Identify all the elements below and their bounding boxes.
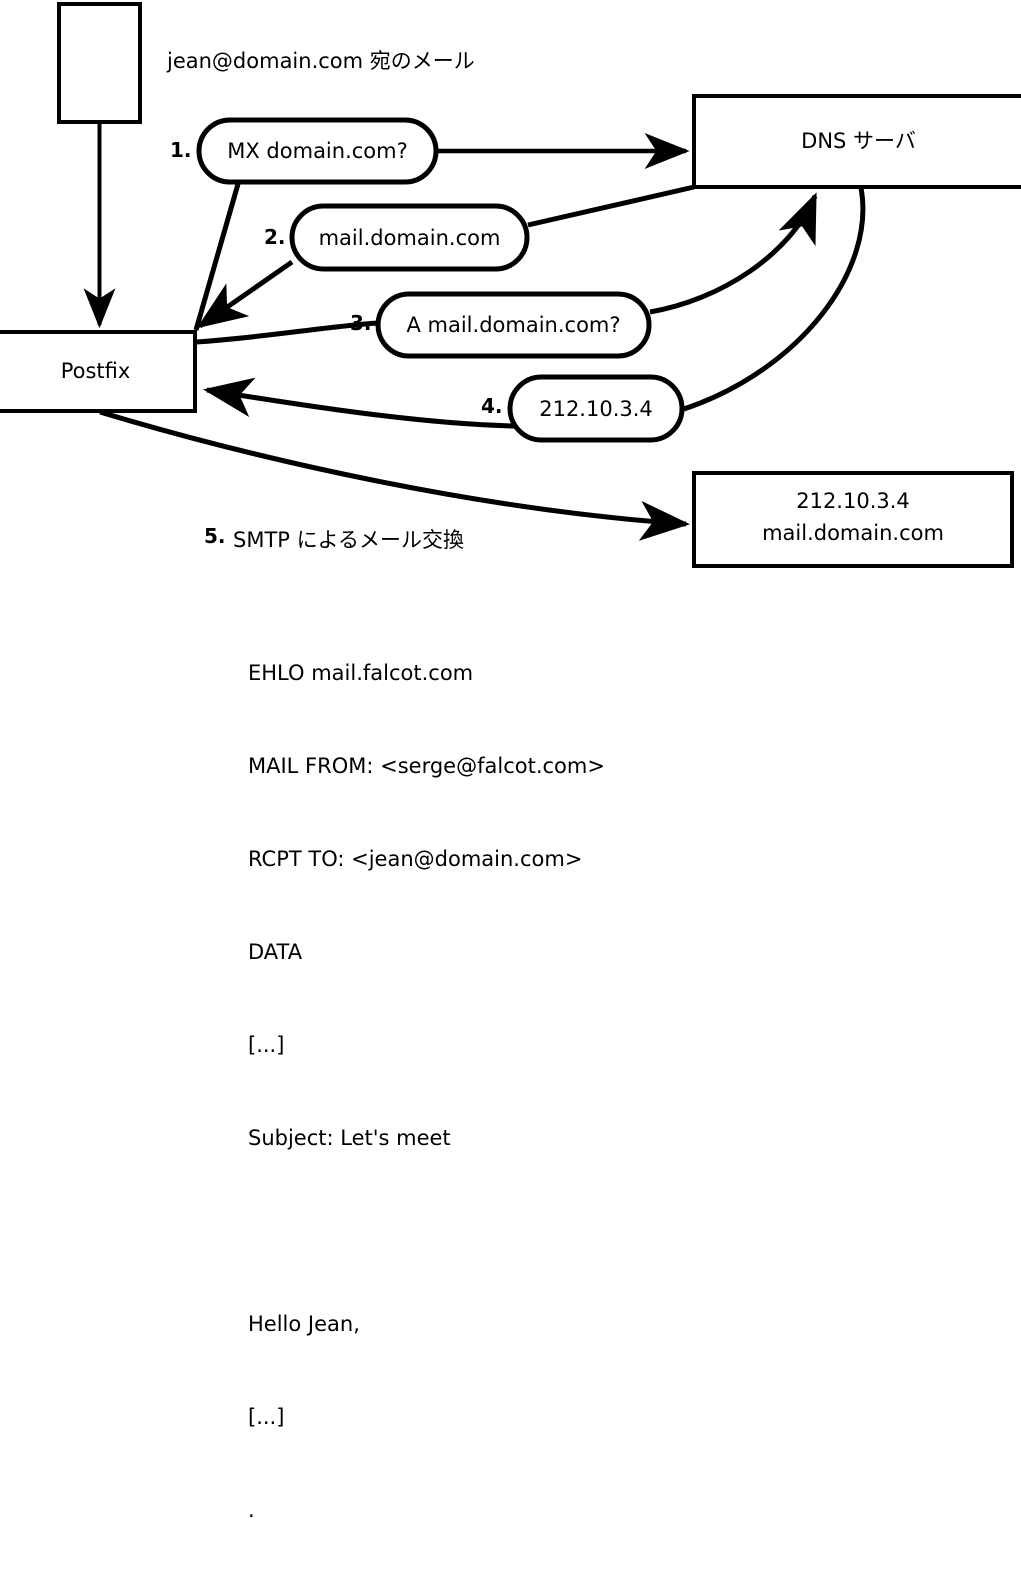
mail-routing-diagram: jean@domain.com 宛のメール Postfix DNS サーバ 21… — [0, 2, 1021, 1522]
transcript-line: MAIL FROM: <serge@falcot.com> — [248, 754, 605, 778]
mail-server-box — [692, 471, 1014, 568]
arrow-step1-postfix-to-pill — [193, 183, 241, 331]
transcript-line: Subject: Let's meet — [248, 1126, 451, 1150]
arrow-step3-pill-to-dns — [649, 192, 818, 315]
mua-box — [57, 2, 142, 124]
step-number-4: 4. — [481, 394, 503, 418]
transcript-line: [...] — [248, 1405, 285, 1429]
transcript-line: . — [248, 1498, 255, 1522]
step-number-5: 5. — [204, 524, 226, 548]
step-label-5: SMTP によるメール交換 — [233, 528, 464, 552]
diagram-canvas — [0, 2, 1021, 568]
diagram-caption: jean@domain.com 宛のメール — [167, 49, 475, 73]
transcript-line: RCPT TO: <jean@domain.com> — [248, 847, 583, 871]
step-pill-3 — [375, 291, 652, 359]
transcript-line: DATA — [248, 940, 303, 964]
arrow-step5-postfix-to-mailserver — [99, 409, 690, 541]
step-label-2: mail.domain.com — [318, 225, 501, 250]
line-step3-postfix-to-pill — [195, 320, 379, 345]
arrow-step4-pill-to-postfix — [203, 377, 516, 429]
step-number-3: 3. — [350, 311, 372, 335]
postfix-box — [0, 330, 197, 413]
step-number-2: 2. — [264, 225, 286, 249]
arrow-step2-pill-to-postfix — [196, 259, 294, 329]
step-label-4: 212.10.3.4 — [539, 396, 653, 421]
transcript-line-blank — [248, 1216, 605, 1247]
transcript-line: Hello Jean, — [248, 1312, 360, 1336]
line-step4-dns-to-pill — [683, 187, 866, 412]
smtp-transcript: EHLO mail.falcot.com MAIL FROM: <serge@f… — [248, 596, 605, 1588]
step-label-1: MX domain.com? — [227, 139, 408, 163]
step-pill-2 — [289, 203, 530, 272]
transcript-line: EHLO mail.falcot.com — [248, 661, 474, 685]
step-number-1: 1. — [170, 138, 192, 162]
line-step2-dns-to-pill — [527, 184, 695, 228]
dns-server-box — [692, 94, 1021, 189]
step-pill-1 — [196, 117, 439, 185]
step-pill-4 — [507, 374, 685, 443]
transcript-line: [...] — [248, 1033, 285, 1057]
step-label-3: A mail.domain.com? — [406, 313, 621, 337]
